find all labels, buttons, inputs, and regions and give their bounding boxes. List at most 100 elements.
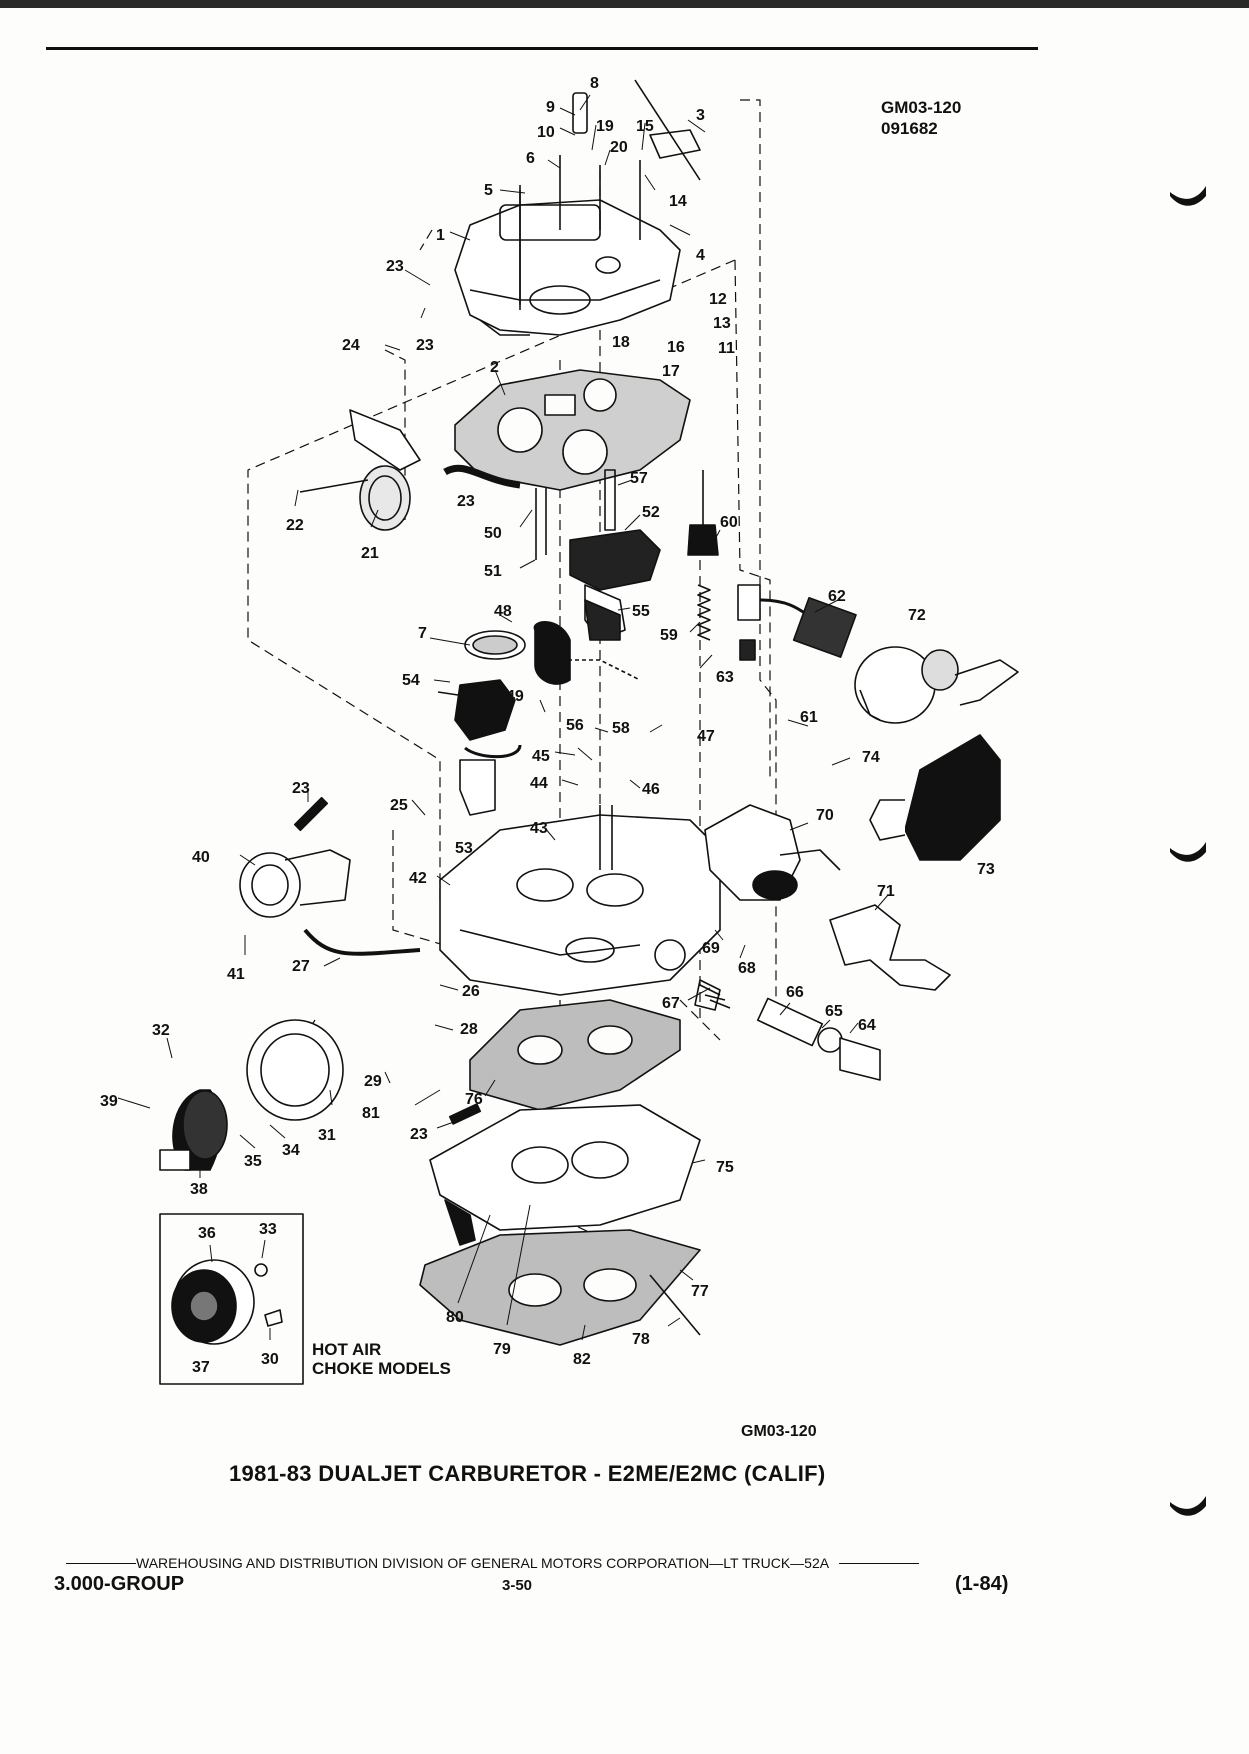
callout-60: 58 bbox=[612, 720, 630, 737]
power-piston bbox=[687, 470, 719, 641]
callout-7: 7 bbox=[418, 625, 427, 642]
callout-1: 1 bbox=[436, 227, 445, 244]
callout-66: 64 bbox=[858, 1017, 876, 1034]
callout-78: 76 bbox=[465, 1091, 483, 1108]
callout-72: 70 bbox=[816, 807, 834, 824]
callout-31: 29 bbox=[364, 1073, 382, 1090]
callout-42: 40 bbox=[192, 849, 210, 866]
callout-65: 63 bbox=[716, 669, 734, 686]
callout-53: 51 bbox=[484, 563, 502, 580]
callout-12: 12 bbox=[709, 291, 727, 308]
callout-9: 9 bbox=[546, 99, 555, 116]
rear-vacuum-break bbox=[854, 646, 1019, 724]
callout-23-rod: 23 bbox=[292, 780, 310, 797]
callout-52: 50 bbox=[484, 525, 502, 542]
callout-6: 6 bbox=[526, 150, 535, 167]
hot-air-choke-cover bbox=[171, 1259, 283, 1345]
flange-gasket bbox=[419, 1229, 701, 1346]
callout-59: 57 bbox=[630, 470, 648, 487]
callout-15: 15 bbox=[636, 118, 654, 135]
callout-62: 60 bbox=[720, 514, 738, 531]
callout-18: 18 bbox=[612, 334, 630, 351]
choke-housing bbox=[159, 1019, 344, 1171]
footer-group: 3.000-GROUP bbox=[54, 1573, 185, 1595]
callout-36: 34 bbox=[282, 1142, 300, 1159]
callout-67: 65 bbox=[825, 1003, 843, 1020]
callout-26: 24 bbox=[342, 337, 360, 354]
callout-58: 56 bbox=[566, 717, 584, 734]
callout-84: 82 bbox=[573, 1351, 591, 1368]
fuel-inlet-fittings bbox=[694, 979, 881, 1081]
callout-50: 48 bbox=[494, 603, 512, 620]
callout-34: 32 bbox=[152, 1022, 170, 1039]
callout-11: 11 bbox=[718, 340, 735, 357]
pump-assembly bbox=[535, 469, 661, 641]
footer-dash-right bbox=[839, 1562, 920, 1564]
secondary-vacuum-break bbox=[239, 796, 421, 956]
callout-16: 16 bbox=[667, 339, 685, 356]
callout-48: 46 bbox=[642, 781, 660, 798]
callout-51: 49 bbox=[506, 688, 524, 705]
header-rule bbox=[46, 47, 1038, 50]
callout-24: 23 bbox=[386, 258, 404, 275]
idle-speed-control-motor bbox=[869, 734, 1001, 861]
callout-22: 22 bbox=[286, 517, 304, 534]
callout-76: 74 bbox=[862, 749, 880, 766]
assembly-lines bbox=[247, 99, 777, 1266]
callout-82: 80 bbox=[446, 1309, 464, 1326]
throttle-body bbox=[429, 1103, 701, 1246]
air-horn bbox=[454, 79, 701, 336]
callout-41: 39 bbox=[100, 1093, 118, 1110]
vacuum-hose bbox=[443, 464, 521, 489]
callout-80: 78 bbox=[632, 1331, 650, 1348]
callout-17: 17 bbox=[662, 363, 680, 380]
scan-top-edge bbox=[0, 0, 1249, 8]
callout-28: 26 bbox=[462, 983, 480, 1000]
callout-13: 13 bbox=[713, 315, 731, 332]
callout-10: 10 bbox=[537, 124, 555, 141]
callout-39: 37 bbox=[192, 1359, 210, 1376]
callout-64: 62 bbox=[828, 588, 846, 605]
exploded-parts-diagram: 8 9 10 3 15 20 19 6 5 14 1 4 23 12 13 11… bbox=[100, 75, 1019, 1385]
callout-46: 44 bbox=[530, 775, 548, 792]
callout-14: 14 bbox=[669, 193, 687, 210]
callout-70: 68 bbox=[738, 960, 756, 977]
float-bowl bbox=[439, 805, 721, 996]
callout-55: 53 bbox=[455, 840, 473, 857]
callout-68: 66 bbox=[786, 984, 804, 1001]
callout-38: 36 bbox=[198, 1225, 216, 1242]
inset-caption: HOT AIR CHOKE MODELS bbox=[312, 1340, 451, 1378]
footer-division-line: WAREHOUSING AND DISTRIBUTION DIVISION OF… bbox=[66, 1555, 1016, 1571]
footer-dash-left bbox=[66, 1562, 136, 1564]
callout-25: 23 bbox=[416, 337, 434, 354]
callout-74: 72 bbox=[908, 607, 926, 624]
callout-8: 8 bbox=[590, 75, 599, 92]
callout-21: 21 bbox=[361, 545, 379, 562]
hot-air-choke-inset bbox=[159, 1213, 304, 1385]
callout-19: 19 bbox=[596, 118, 614, 135]
figure-date: 091682 bbox=[881, 119, 938, 138]
callout-labels: 8 9 10 3 15 20 19 6 5 14 1 4 23 12 13 11… bbox=[100, 75, 995, 1376]
callout-37: 35 bbox=[244, 1153, 262, 1170]
figure-title: 1981-83 DUALJET CARBURETOR - E2ME/E2MC (… bbox=[229, 1461, 826, 1486]
callout-69: 67 bbox=[662, 995, 680, 1012]
callout-leaders bbox=[117, 94, 961, 1341]
figure-code-bottom: GM03-120 bbox=[741, 1423, 817, 1440]
binding-mark-bottom bbox=[1170, 1496, 1206, 1516]
footer-division-text: WAREHOUSING AND DISTRIBUTION DIVISION OF… bbox=[136, 1555, 830, 1571]
callout-43: 41 bbox=[227, 966, 245, 983]
callout-75: 73 bbox=[977, 861, 995, 878]
callout-27: 25 bbox=[390, 797, 408, 814]
callout-49: 47 bbox=[697, 728, 715, 745]
callout-54: 52 bbox=[642, 504, 660, 521]
footer-date: (1-84) bbox=[955, 1573, 1009, 1595]
inset-caption-line2: CHOKE MODELS bbox=[312, 1359, 451, 1378]
float-bowl-gasket bbox=[469, 999, 681, 1111]
callout-71: 69 bbox=[702, 940, 720, 957]
mixture-solenoid bbox=[437, 679, 522, 816]
callout-32: 30 bbox=[261, 1351, 279, 1368]
callout-20: 20 bbox=[610, 139, 628, 156]
callout-33: 31 bbox=[318, 1127, 336, 1144]
callout-47: 45 bbox=[532, 748, 550, 765]
callout-2: 2 bbox=[490, 359, 499, 376]
